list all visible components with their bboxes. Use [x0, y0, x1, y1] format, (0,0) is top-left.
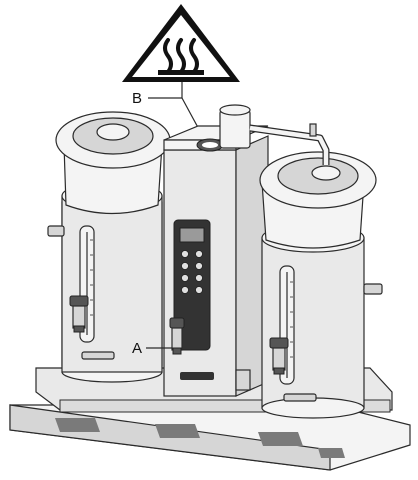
hot-surface-warning-icon — [122, 4, 240, 82]
left-urn-tap — [69, 295, 89, 333]
callout-b-label: B — [132, 90, 142, 107]
right-urn — [259, 151, 383, 419]
center-control-unit — [163, 125, 269, 397]
center-tap — [169, 317, 185, 355]
callout-a: A — [132, 340, 172, 357]
spray-pipe — [219, 104, 330, 165]
callout-a-label: A — [132, 340, 142, 357]
right-urn-tap — [269, 337, 289, 375]
left-urn — [47, 111, 171, 383]
